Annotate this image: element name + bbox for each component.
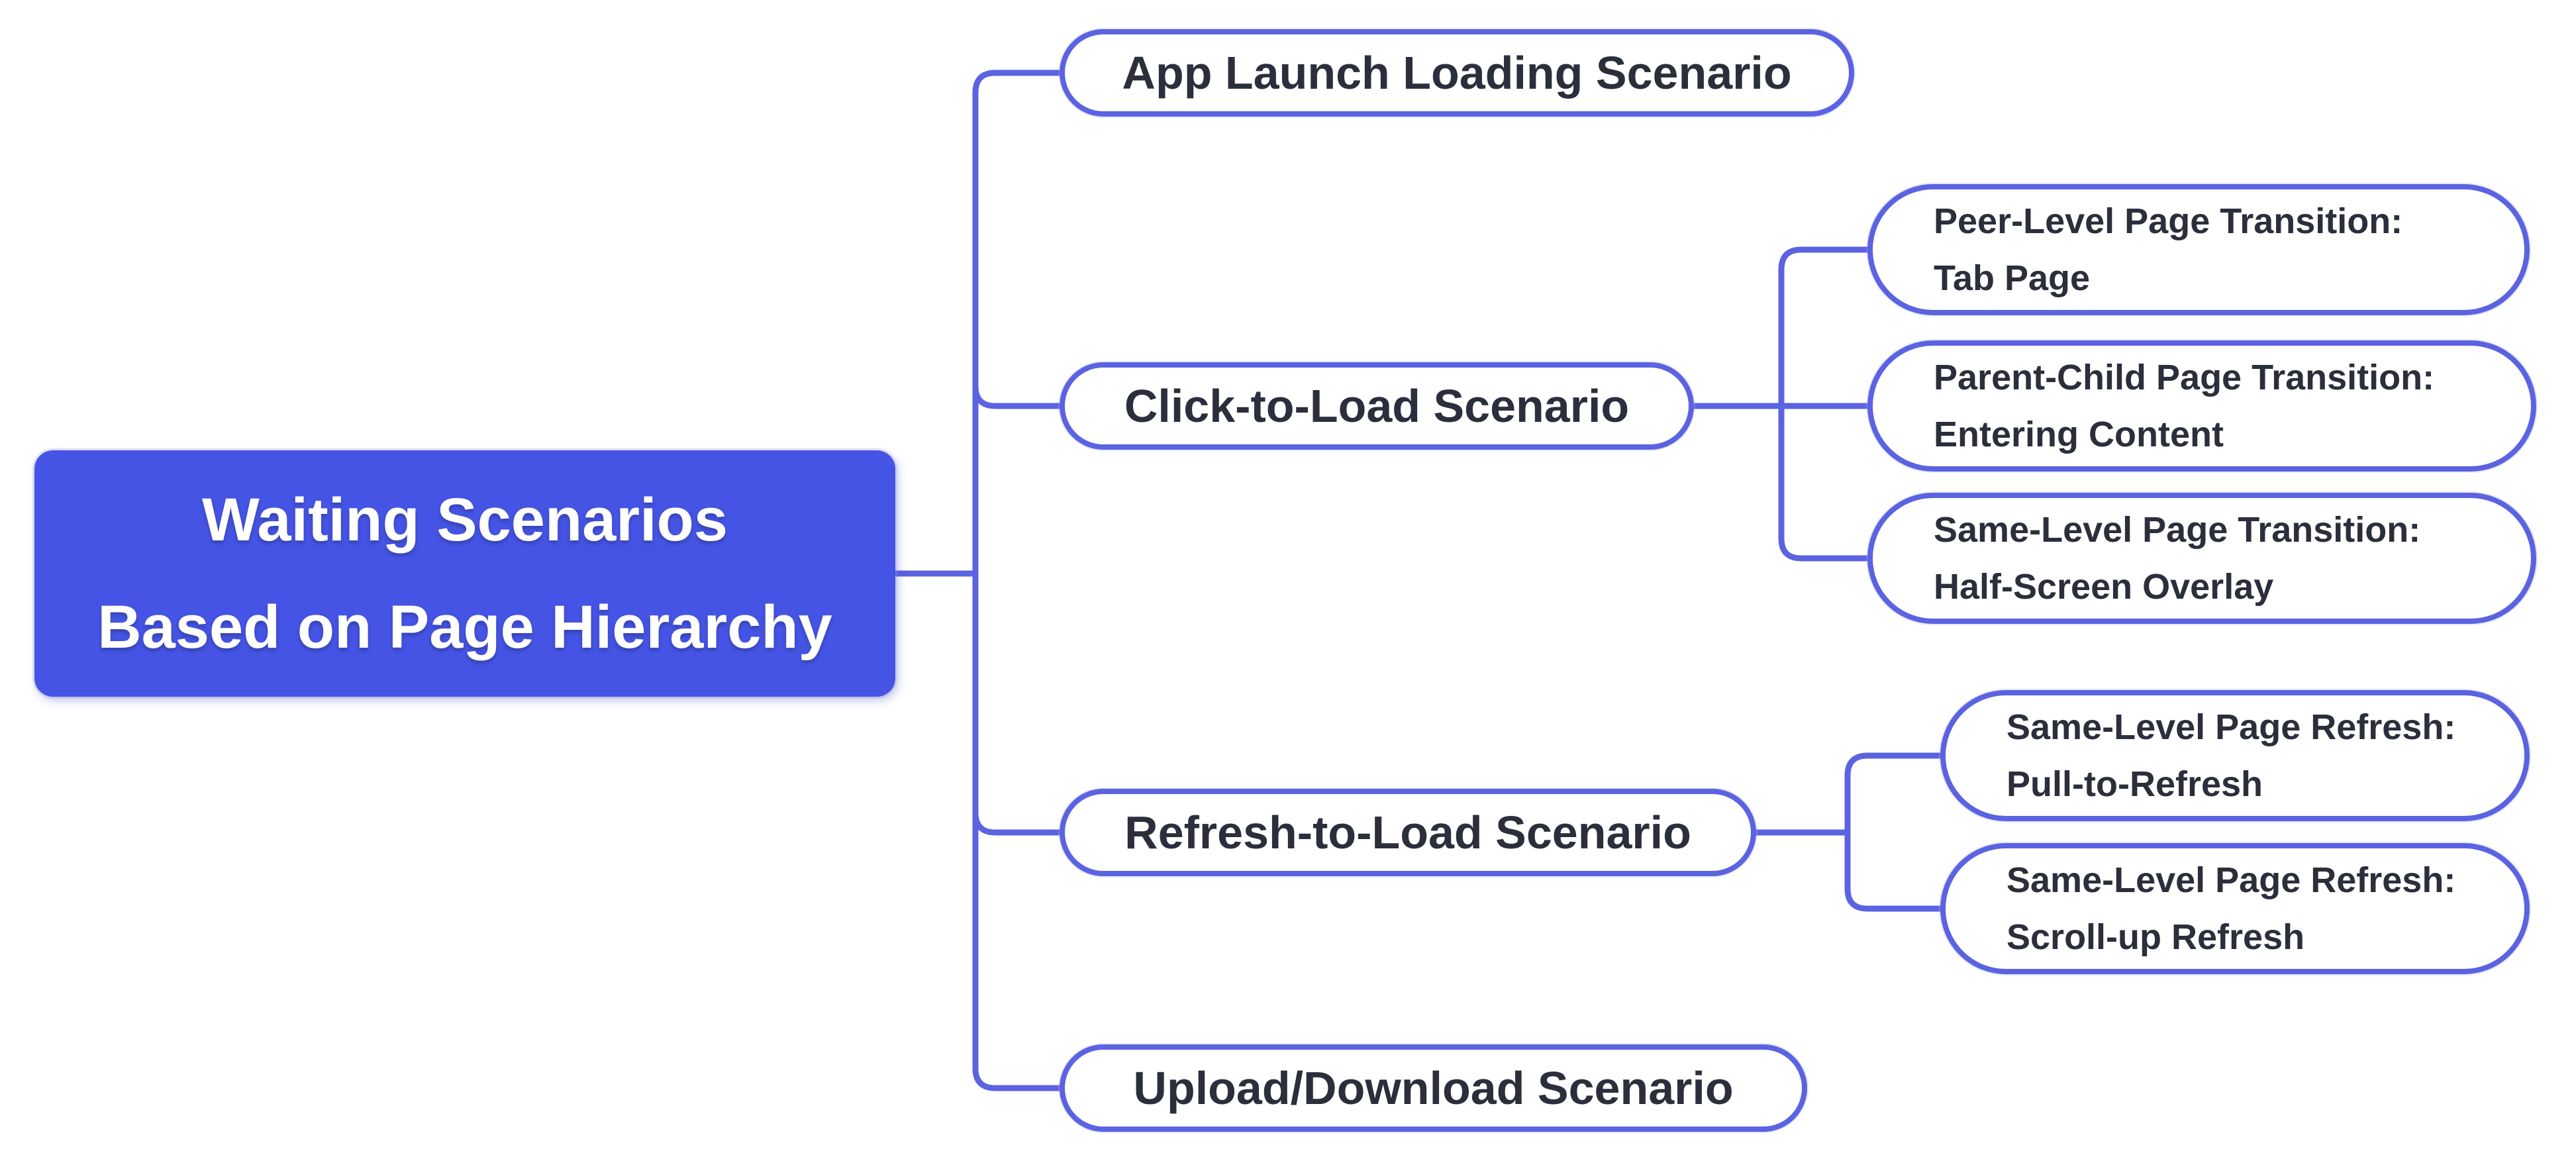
leaf-node-scroll-up-refresh[interactable]: Same-Level Page Refresh: Scroll-up Refre… [1940,843,2530,974]
branch-node-app-launch[interactable]: App Launch Loading Scenario [1060,29,1854,117]
root-label-line2: Based on Page Hierarchy [97,593,832,661]
leaf-node-pull-to-refresh[interactable]: Same-Level Page Refresh: Pull-to-Refresh [1940,690,2530,821]
connector-spine-to-upload-download [972,570,1065,1091]
branch-node-refresh-to-load[interactable]: Refresh-to-Load Scenario [1060,789,1756,876]
branch-label: Refresh-to-Load Scenario [1124,807,1691,858]
branch-node-click-to-load[interactable]: Click-to-Load Scenario [1060,362,1694,450]
branch-label: App Launch Loading Scenario [1122,47,1792,99]
leaf-node-same-level-half-screen-overlay[interactable]: Same-Level Page Transition: Half-Screen … [1867,493,2536,624]
leaf-label-line1: Same-Level Page Transition: [1934,510,2421,550]
root-label-line1: Waiting Scenarios [201,486,728,554]
connector-spine-to-app-launch [972,70,1065,577]
leaf-label-line2: Pull-to-Refresh [2006,764,2263,804]
leaf-label-line1: Same-Level Page Refresh: [2006,707,2456,747]
connector-refresh-spine-to-scroll [1844,829,1946,912]
leaf-label-line1: Peer-Level Page Transition: [1934,201,2403,241]
leaf-label-line2: Half-Screen Overlay [1934,567,2274,607]
leaf-label-line1: Parent-Child Page Transition: [1934,358,2435,397]
branch-label: Click-to-Load Scenario [1124,380,1630,432]
branch-label: Upload/Download Scenario [1133,1062,1734,1114]
connector-refresh-spine-to-pull [1844,752,1946,836]
connector-spine-to-click-to-load [972,383,1065,409]
leaf-node-parent-child-entering-content[interactable]: Parent-Child Page Transition: Entering C… [1867,340,2536,472]
root-node-waiting-scenarios[interactable]: Waiting Scenarios Based on Page Hierarch… [34,450,895,697]
branch-node-upload-download[interactable]: Upload/Download Scenario [1060,1044,1807,1132]
leaf-node-peer-level-tab-page[interactable]: Peer-Level Page Transition: Tab Page [1867,184,2530,315]
leaf-label-line2: Tab Page [1934,258,2091,298]
leaf-label-line2: Entering Content [1934,415,2224,454]
leaf-label-line2: Scroll-up Refresh [2006,917,2305,957]
connector-click-spine-to-peer-level [1778,246,1873,409]
connector-spine-to-refresh-to-load [972,809,1065,836]
connector-click-spine-to-same-level [1778,403,1873,562]
leaf-label-line1: Same-Level Page Refresh: [2006,860,2456,900]
